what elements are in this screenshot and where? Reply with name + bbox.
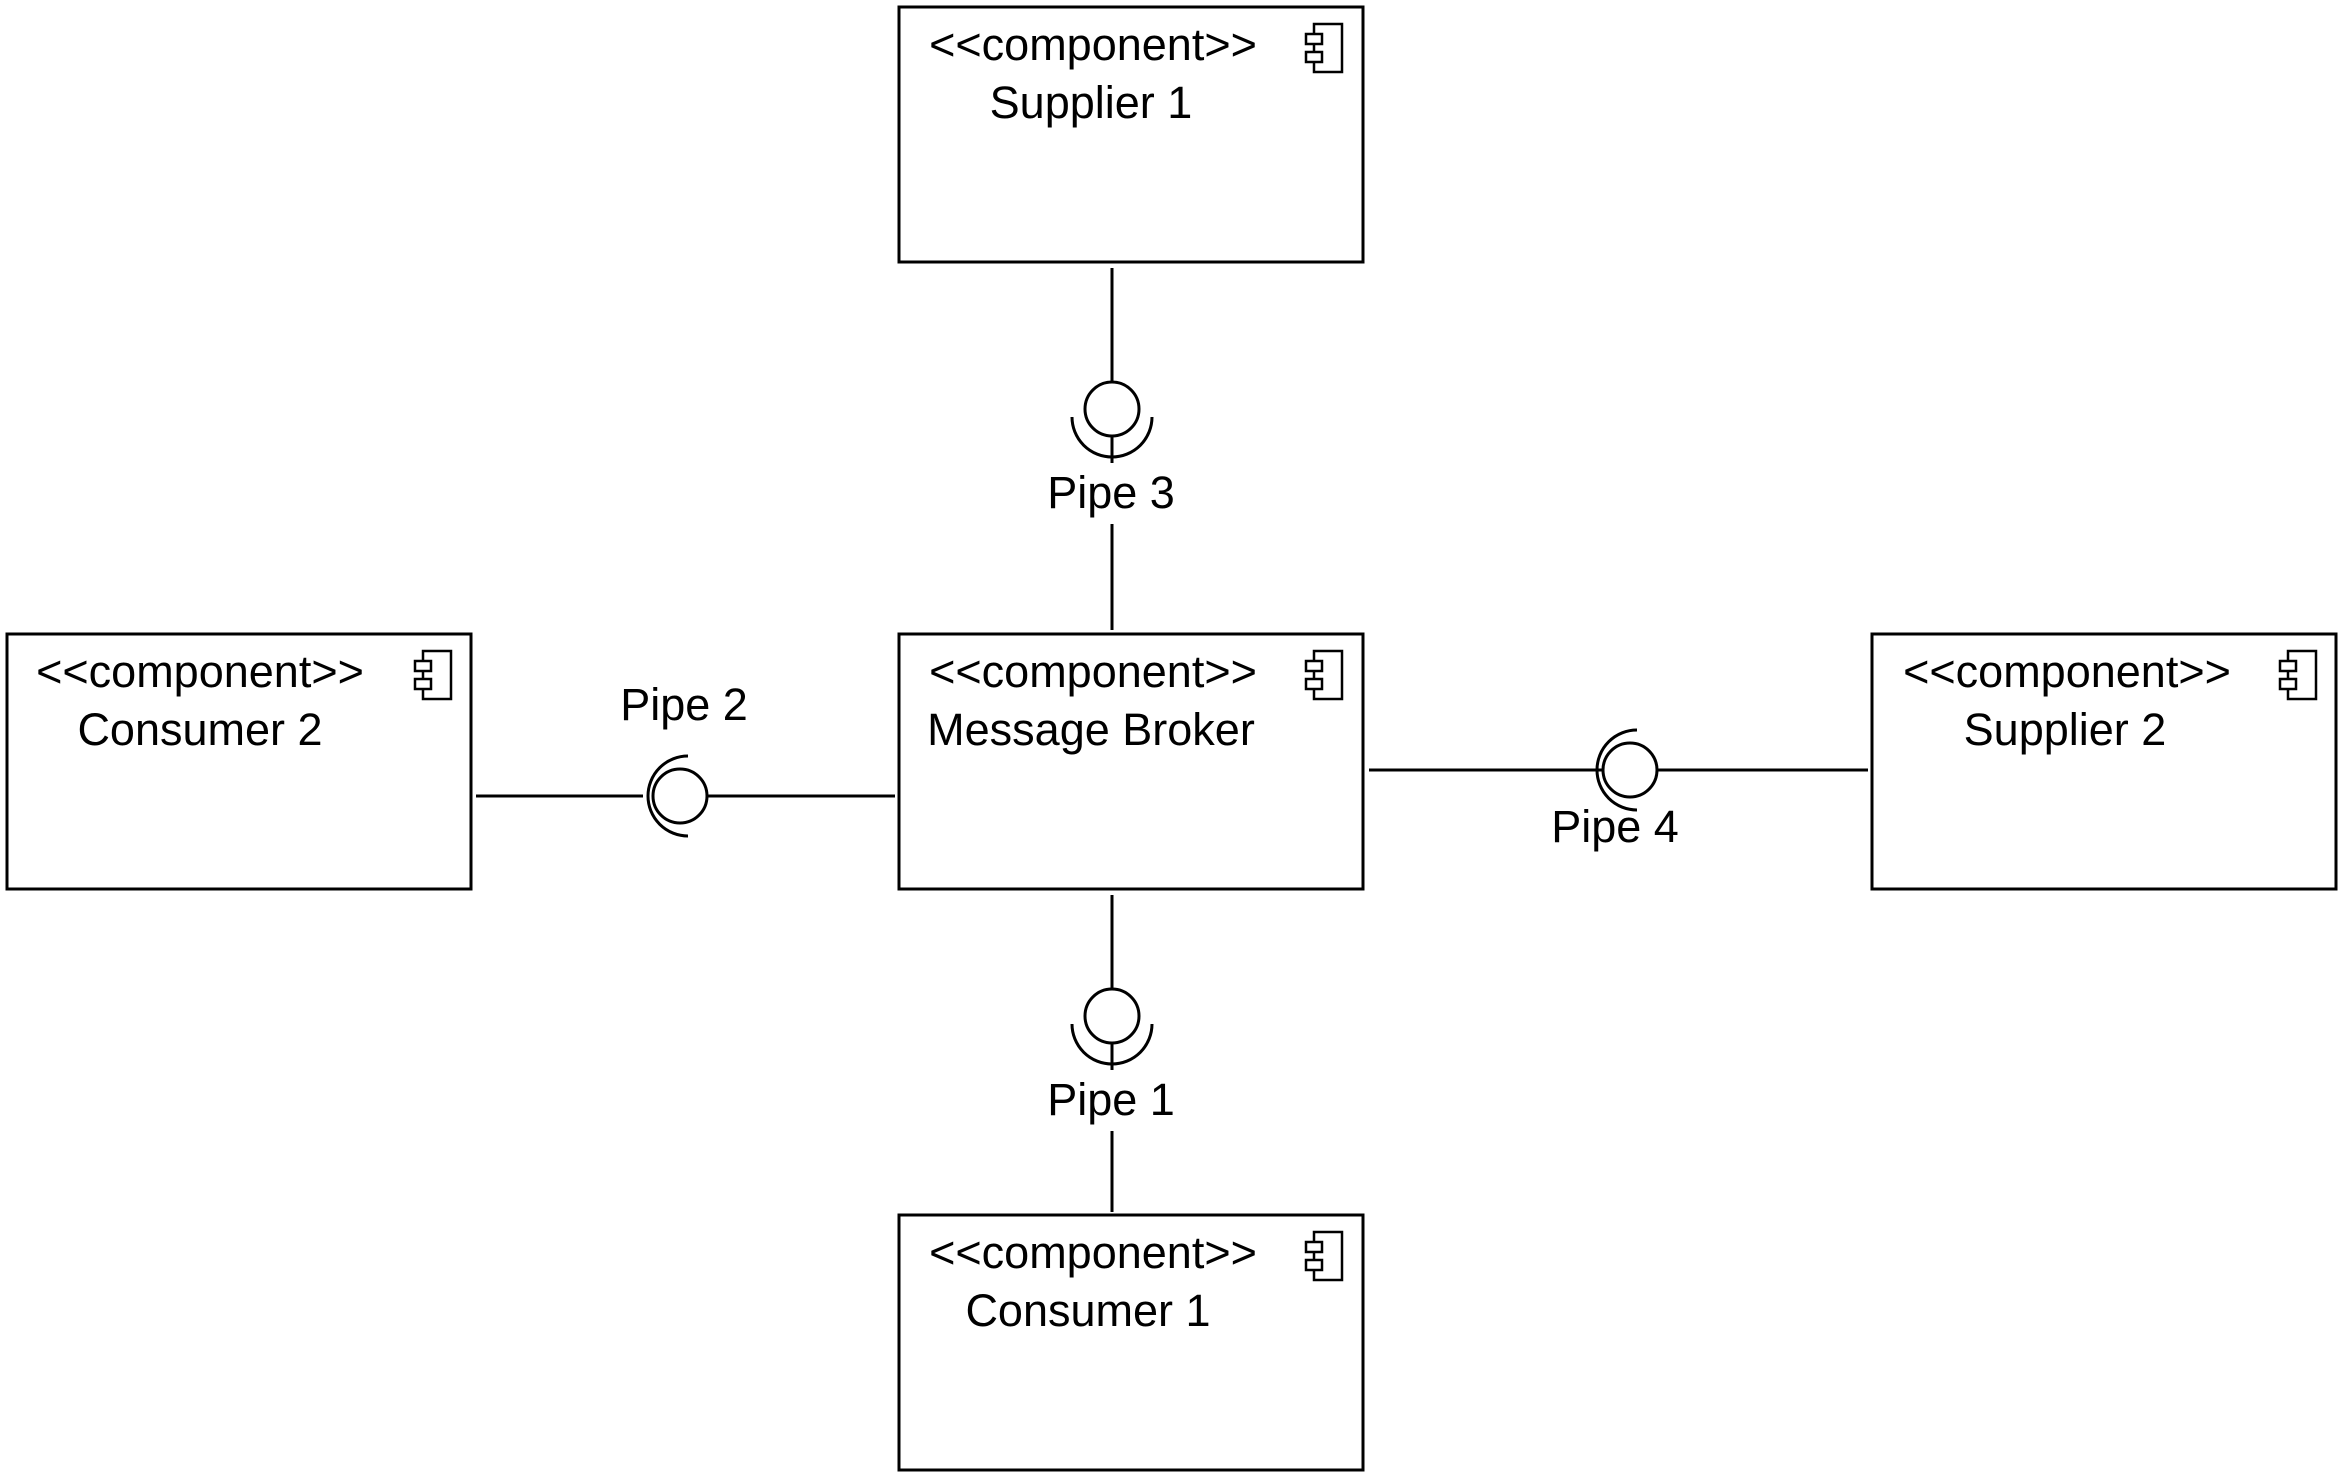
socket-icon (646, 754, 689, 838)
pipe-label: Pipe 2 (620, 679, 748, 730)
interface-ball-icon (1083, 987, 1141, 1045)
socket-icon (1595, 728, 1638, 812)
component-message-broker[interactable]: <<component>> Message Broker (897, 632, 1365, 891)
stereotype-label: <<component>> (36, 646, 364, 697)
pipe-1-connector[interactable]: Pipe 1 (1047, 895, 1175, 1212)
component-name: Message Broker (927, 704, 1255, 755)
interface-ball-icon (1083, 380, 1141, 438)
component-supplier-1[interactable]: <<component>> Supplier 1 (897, 5, 1365, 264)
component-consumer-1[interactable]: <<component>> Consumer 1 (897, 1213, 1365, 1472)
pipe-label: Pipe 4 (1551, 801, 1679, 852)
component-name: Consumer 2 (77, 704, 322, 755)
component-name: Consumer 1 (965, 1285, 1210, 1336)
stereotype-label: <<component>> (929, 1227, 1257, 1278)
pipe-4-connector[interactable]: Pipe 4 (1369, 728, 1868, 852)
stereotype-label: <<component>> (929, 19, 1257, 70)
component-name: Supplier 1 (990, 77, 1193, 128)
component-name: Supplier 2 (1964, 704, 2167, 755)
component-consumer-2[interactable]: <<component>> Consumer 2 (5, 632, 473, 891)
pipe-3-connector[interactable]: Pipe 3 (1047, 268, 1175, 630)
component-supplier-2[interactable]: <<component>> Supplier 2 (1870, 632, 2338, 891)
interface-ball-icon (651, 767, 709, 825)
stereotype-label: <<component>> (1903, 646, 2231, 697)
pipe-label: Pipe 1 (1047, 1074, 1175, 1125)
interface-ball-icon (1601, 741, 1659, 799)
pipe-label: Pipe 3 (1047, 467, 1175, 518)
stereotype-label: <<component>> (929, 646, 1257, 697)
pipe-2-connector[interactable]: Pipe 2 (476, 679, 895, 838)
